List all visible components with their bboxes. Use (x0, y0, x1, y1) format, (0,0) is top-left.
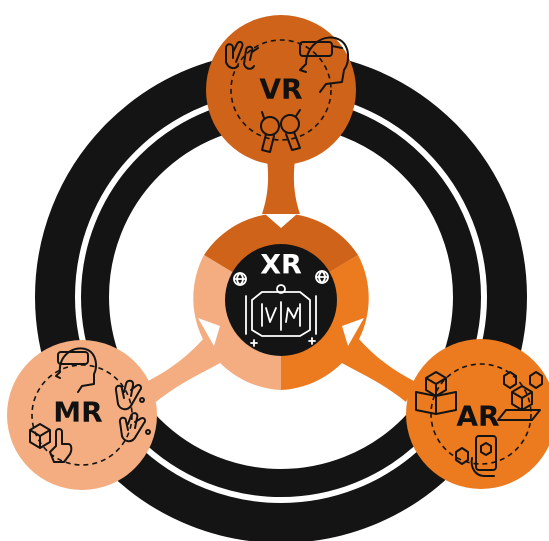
vr-controllers-icon (260, 109, 301, 153)
globe-icon (315, 270, 329, 284)
cube-touch-icon (29, 423, 73, 463)
ar-node: AR (406, 339, 549, 489)
headset-user-icon (55, 347, 97, 393)
xr-node: XR (225, 244, 337, 356)
small-cubes-icon (455, 371, 543, 465)
mr-node-circle (7, 340, 157, 490)
ar-label: AR (456, 400, 499, 433)
ar-stem (340, 338, 416, 402)
mr-node: MR (7, 340, 157, 490)
projected-cube-icon (497, 385, 541, 421)
separator-notch-left (198, 318, 220, 346)
immersive-screens-icon (245, 284, 317, 337)
vr-headset-user-icon (299, 36, 350, 93)
sparkle-icon (308, 337, 316, 345)
separator-notch-right (342, 318, 364, 346)
mr-label: MR (53, 396, 102, 429)
vr-dashed-orbit (230, 39, 332, 141)
mr-stem (146, 338, 222, 402)
xr-label: XR (260, 250, 302, 281)
hand-gestures-icon (114, 379, 151, 443)
vr-label: VR (259, 73, 302, 106)
hands-gesture-icon (225, 40, 259, 70)
phone-ar-icon (470, 435, 497, 477)
separator-notch-top (265, 214, 297, 228)
vr-stem (262, 152, 300, 214)
vr-node: VR (206, 15, 356, 165)
book-cube-icon (415, 371, 457, 415)
sparkle-icon (250, 339, 258, 347)
vr-node-circle (206, 15, 356, 165)
xr-node-circle (225, 244, 337, 356)
globe-icon (233, 272, 247, 286)
